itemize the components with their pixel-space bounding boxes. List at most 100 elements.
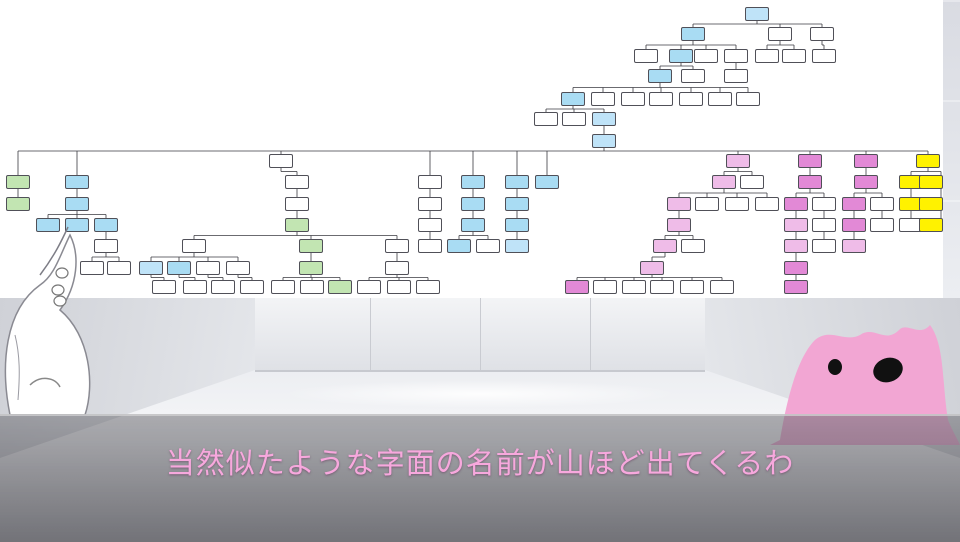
tree-node (416, 280, 440, 294)
tree-node (854, 175, 878, 189)
tree-node (681, 27, 705, 41)
tree-node (649, 92, 673, 106)
tree-node (182, 239, 206, 253)
tree-node (535, 175, 559, 189)
tree-node (94, 239, 118, 253)
tree-node (650, 280, 674, 294)
tree-node (285, 218, 309, 232)
tree-node (80, 261, 104, 275)
tree-node (919, 218, 943, 232)
tree-node (919, 175, 943, 189)
tree-node (65, 175, 89, 189)
tree-node (745, 7, 769, 21)
tree-node (782, 49, 806, 63)
tree-node (681, 239, 705, 253)
tree-node (269, 154, 293, 168)
tree-node (139, 261, 163, 275)
tree-node (798, 154, 822, 168)
tree-node (505, 197, 529, 211)
floor-reflection (280, 380, 680, 408)
tree-node (562, 112, 586, 126)
tree-node (681, 69, 705, 83)
tree-node (784, 280, 808, 294)
tree-node (854, 154, 878, 168)
tree-node (712, 175, 736, 189)
tree-node (107, 261, 131, 275)
dialogue-text: 当然似たような字面の名前が山ほど出てくるわ (165, 446, 795, 480)
tree-node (226, 261, 250, 275)
tree-node (726, 154, 750, 168)
tree-node (211, 280, 235, 294)
tree-node (461, 218, 485, 232)
tree-node (667, 218, 691, 232)
tree-node (634, 49, 658, 63)
tree-node (592, 112, 616, 126)
tree-node (667, 197, 691, 211)
tree-node (357, 280, 381, 294)
tree-node (387, 280, 411, 294)
tree-node (6, 175, 30, 189)
tree-node (812, 49, 836, 63)
tree-node (385, 239, 409, 253)
tree-node (695, 197, 719, 211)
tree-node (812, 239, 836, 253)
tree-node (593, 280, 617, 294)
tree-node (300, 280, 324, 294)
tree-node (870, 197, 894, 211)
tree-node (285, 175, 309, 189)
tree-node (740, 175, 764, 189)
tree-node (65, 197, 89, 211)
tree-node (240, 280, 264, 294)
tree-node (870, 218, 894, 232)
tree-node (724, 69, 748, 83)
tree-node (916, 154, 940, 168)
tree-node (299, 261, 323, 275)
tree-node (152, 280, 176, 294)
tree-node (724, 49, 748, 63)
tree-node (669, 49, 693, 63)
tree-node (755, 197, 779, 211)
tree-node (810, 27, 834, 41)
tree-node (812, 197, 836, 211)
tree-node (784, 218, 808, 232)
tree-node (640, 261, 664, 275)
tree-node (271, 280, 295, 294)
tree-node (167, 261, 191, 275)
tree-connector-lines (17, 21, 942, 280)
tree-node (36, 218, 60, 232)
tree-node (183, 280, 207, 294)
tree-node (622, 280, 646, 294)
tree-node (565, 280, 589, 294)
tree-node (680, 280, 704, 294)
tree-node (679, 92, 703, 106)
tree-node (768, 27, 792, 41)
tree-node (842, 218, 866, 232)
tree-node (385, 261, 409, 275)
far-wall (255, 298, 705, 372)
tree-node (798, 175, 822, 189)
tree-node (505, 239, 529, 253)
tree-node (418, 175, 442, 189)
tree-node (648, 69, 672, 83)
tree-node (505, 175, 529, 189)
hooded-character-sketch-icon (4, 226, 91, 415)
family-tree-diagram (0, 0, 943, 298)
tree-node (196, 261, 220, 275)
tree-node (842, 239, 866, 253)
tree-node (736, 92, 760, 106)
tree-node (725, 197, 749, 211)
tree-node (328, 280, 352, 294)
tree-node (94, 218, 118, 232)
tree-node (561, 92, 585, 106)
tree-node (418, 218, 442, 232)
tree-node (447, 239, 471, 253)
tree-node (592, 134, 616, 148)
tree-node (299, 239, 323, 253)
tree-node (461, 197, 485, 211)
tree-node (476, 239, 500, 253)
tree-node (784, 197, 808, 211)
tree-node (708, 92, 732, 106)
tree-node (842, 197, 866, 211)
tree-node (534, 112, 558, 126)
dialogue-box[interactable] (0, 414, 960, 542)
